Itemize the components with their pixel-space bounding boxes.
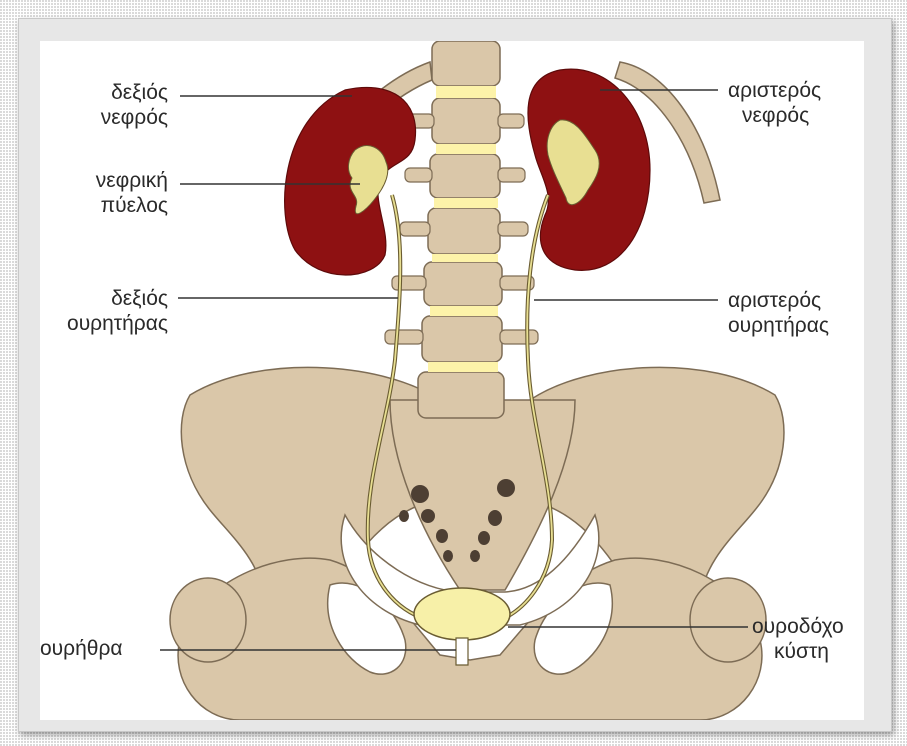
label-right-ureter: δεξιός ουρητήρας [44,286,168,336]
label-right-kidney-line2: νεφρός [60,105,168,130]
label-right-kidney: δεξιός νεφρός [60,80,168,130]
label-bladder-line1: ουροδόχο [752,614,844,639]
urethra-shape [456,638,468,665]
label-bladder-line2: κύστη [752,639,844,664]
label-renal-pelvis-line1: νεφρική [55,168,168,193]
label-bladder: ουροδόχο κύστη [752,614,844,664]
label-right-ureter-line2: ουρητήρας [44,311,168,336]
label-left-kidney: αριστερός νεφρός [728,78,821,128]
label-renal-pelvis-line2: πύελος [55,193,168,218]
label-left-kidney-line1: αριστερός [728,78,821,103]
right-kidney-shape [285,87,416,275]
label-right-kidney-line1: δεξιός [60,80,168,105]
label-renal-pelvis: νεφρική πύελος [55,168,168,218]
label-left-ureter-line1: αριστερός [728,288,829,313]
label-left-ureter-line2: ουρητήρας [728,313,829,338]
label-left-kidney-line2: νεφρός [728,103,821,128]
bladder-shape [414,588,510,640]
label-urethra: ουρήθρα [40,636,123,661]
label-right-ureter-line1: δεξιός [44,286,168,311]
label-left-ureter: αριστερός ουρητήρας [728,288,829,338]
